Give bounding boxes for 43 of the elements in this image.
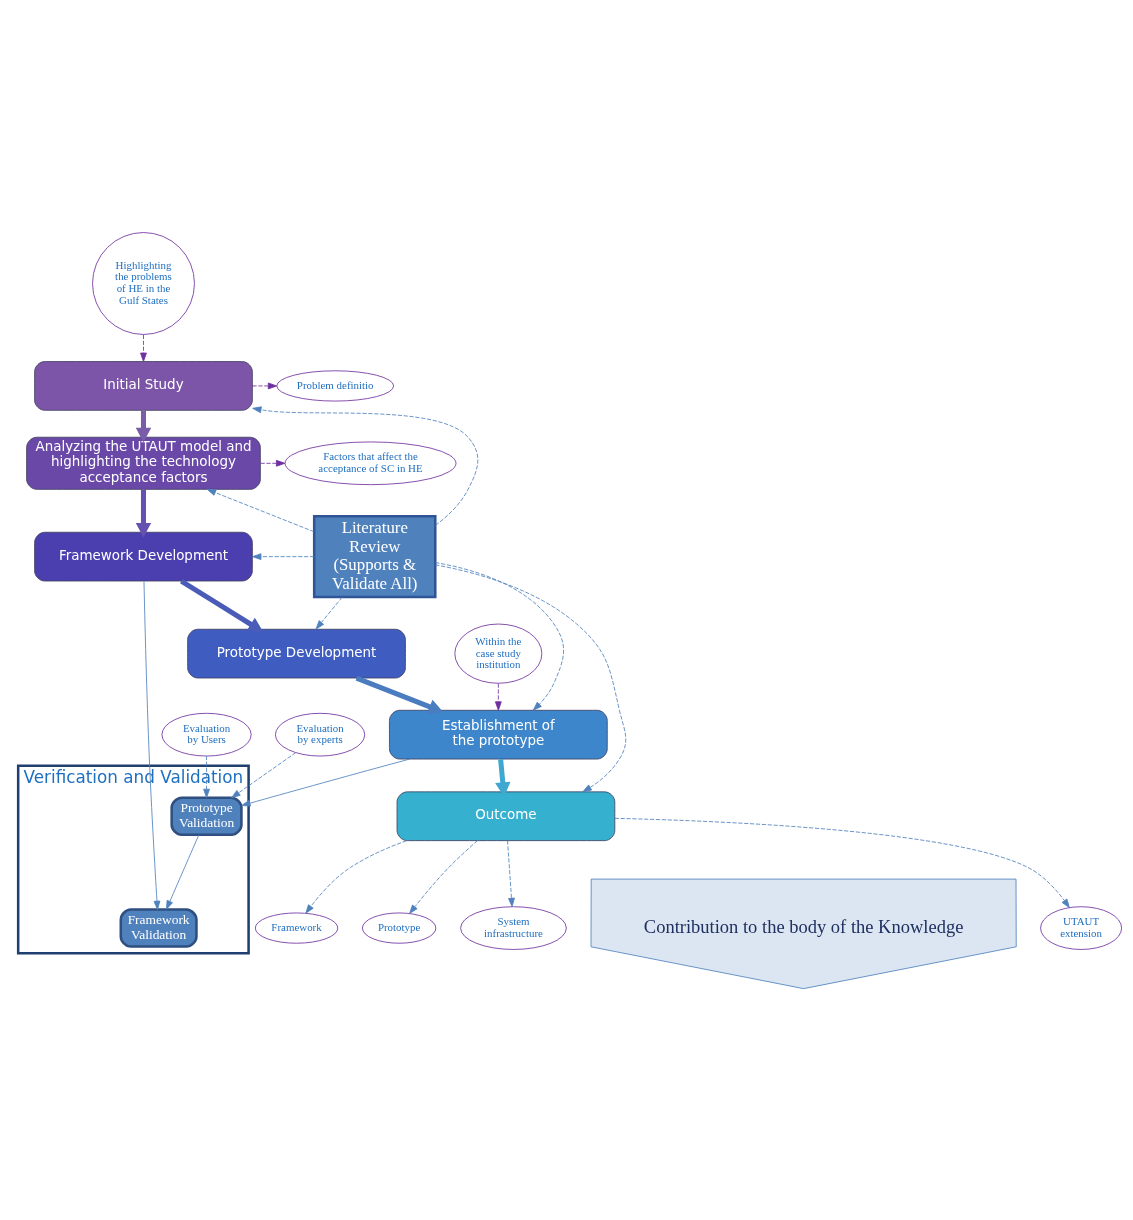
arrow — [495, 758, 511, 797]
node-ellipse: UTAUT extension — [1040, 905, 1123, 950]
node-box: Initial Study — [34, 360, 253, 411]
arrow — [252, 552, 315, 560]
node-box: Outcome — [396, 790, 616, 841]
arrow — [179, 578, 264, 632]
arrow — [434, 563, 627, 792]
node-box: Framework Development — [34, 531, 253, 581]
arrow — [252, 405, 479, 526]
node-box: Analyzing the UTAUT model and highlighting the technology acceptance factors — [26, 436, 261, 490]
arrow — [315, 596, 343, 629]
arrow — [305, 839, 407, 914]
arrow — [135, 410, 152, 443]
arrow — [355, 675, 444, 714]
arrow — [140, 333, 147, 362]
node-ellipse: Framework — [254, 912, 339, 944]
node-circle: Highlighting the problems of HE in the Gulf States — [92, 231, 195, 335]
arrow — [614, 817, 1070, 908]
node-box: Prototype Development — [187, 628, 406, 678]
node-box: Framework Validation — [119, 907, 198, 948]
node-ellipse: Within the case study institution — [454, 623, 543, 684]
node-ellipse: Prototype — [361, 912, 437, 944]
node-ellipse: Problem definitio — [276, 369, 395, 401]
node-box: Literature Review (Supports & Validate All) — [312, 514, 437, 598]
arrow — [135, 488, 152, 538]
node-ellipse: Evaluation by experts — [275, 712, 366, 756]
arrow — [203, 755, 210, 798]
node-box: Establishment of the prototype — [389, 709, 608, 759]
arrow — [507, 839, 515, 907]
arrow — [409, 839, 478, 914]
node-ellipse: Factors that affect the acceptance of SC in HE — [284, 441, 457, 485]
node-ellipse: Evaluation by Users — [161, 712, 252, 756]
node-box: Prototype Validation — [170, 796, 243, 836]
arrow — [166, 833, 200, 910]
arrow — [241, 758, 410, 806]
arrow — [252, 382, 278, 389]
arrow — [206, 488, 315, 532]
arrow — [260, 459, 286, 467]
node-ellipse: System infrastructure — [460, 905, 567, 950]
arrow — [143, 580, 161, 910]
arrow — [231, 751, 297, 798]
arrow — [495, 682, 502, 711]
arrow — [434, 561, 564, 711]
